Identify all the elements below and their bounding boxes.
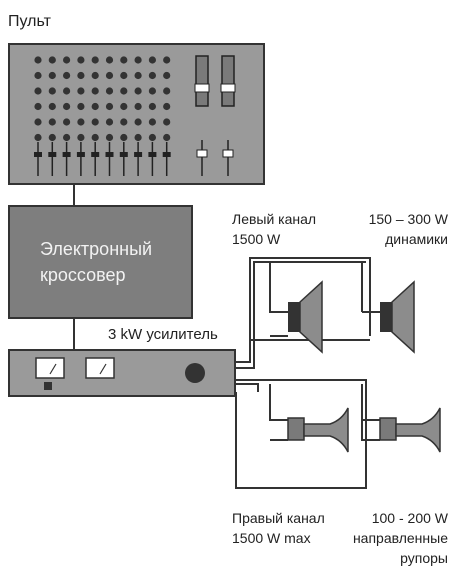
- knob-icon: [163, 71, 171, 80]
- speaker-left-2: [380, 280, 415, 354]
- knob-icon: [134, 87, 142, 95]
- channel-fader: [34, 142, 42, 176]
- knob-icon: [105, 87, 114, 95]
- console-channel-faders: [34, 142, 171, 176]
- speakers-spec-line2: динамики: [385, 231, 448, 247]
- knob-icon: [48, 56, 56, 64]
- knob-icon: [91, 87, 99, 95]
- knob-icon: [34, 118, 42, 126]
- knob-icon: [134, 71, 142, 80]
- knob-icon: [163, 56, 171, 64]
- knob-icon: [148, 56, 156, 64]
- amplifier-unit: [8, 349, 236, 397]
- knob-icon: [63, 56, 71, 64]
- knob-icon: [63, 87, 71, 95]
- knob-icon: [91, 118, 99, 126]
- right-channel-line1: Правый канал: [232, 510, 325, 526]
- knob-icon: [134, 102, 142, 111]
- knob-icon: [120, 87, 128, 95]
- horns-spec-line3: рупоры: [400, 550, 448, 566]
- horn-right-1: [287, 407, 349, 453]
- knob-icon: [34, 71, 42, 80]
- knob-icon: [77, 118, 85, 126]
- knob-icon: [63, 102, 71, 111]
- knob-icon: [48, 87, 56, 95]
- channel-fader: [48, 142, 57, 176]
- knob-icon: [148, 102, 156, 111]
- knob-icon: [77, 87, 85, 95]
- knob-icon: [105, 102, 114, 111]
- speaker-left-1: [288, 280, 323, 354]
- channel-fader: [105, 142, 114, 176]
- knob-icon: [77, 71, 85, 80]
- knob-icon: [134, 118, 142, 126]
- knob-icon: [134, 133, 142, 142]
- knob-icon: [163, 133, 171, 142]
- knob-icon: [34, 56, 42, 64]
- amplifier-label: 3 kW усилитель: [108, 326, 218, 343]
- knob-icon: [48, 71, 56, 80]
- channel-fader: [162, 142, 171, 176]
- knob-icon: [120, 102, 128, 111]
- horns-spec-line2: направленные: [352, 530, 448, 546]
- horns-spec-line1: 100 - 200 W: [371, 510, 448, 526]
- knob-icon: [105, 118, 114, 126]
- right-channel-line2: 1500 W max: [232, 530, 311, 546]
- knob-icon: [91, 56, 99, 64]
- knob-icon: [148, 118, 156, 126]
- knob-icon: [34, 133, 42, 142]
- knob-icon: [120, 118, 128, 126]
- knob-icon: [77, 133, 85, 142]
- knob-icon: [77, 56, 85, 64]
- knob-icon: [163, 102, 171, 111]
- knob-icon: [105, 133, 114, 142]
- knob-icon: [48, 133, 56, 142]
- knob-icon: [120, 133, 128, 142]
- channel-fader: [91, 142, 100, 176]
- knob-icon: [120, 71, 128, 80]
- channel-fader: [119, 142, 128, 176]
- knob-icon: [105, 71, 114, 80]
- crossover-label-line2: кроссовер: [40, 265, 126, 285]
- knob-icon: [48, 102, 56, 111]
- channel-fader: [148, 142, 157, 176]
- channel-fader: [134, 142, 143, 176]
- crossover-unit: [8, 205, 193, 319]
- console-title: Пульт: [8, 13, 51, 30]
- left-channel-line1: Левый канал: [232, 211, 317, 227]
- channel-fader: [62, 142, 71, 176]
- knob-icon: [120, 56, 128, 64]
- knob-icon: [63, 118, 71, 126]
- knob-icon: [91, 133, 99, 142]
- master-faders: [194, 55, 236, 176]
- crossover-label-line1: Электронный: [40, 239, 153, 259]
- knob-icon: [105, 56, 114, 64]
- knob-icon: [163, 87, 171, 95]
- left-channel-line2: 1500 W: [232, 231, 281, 247]
- knob-icon: [134, 56, 142, 64]
- channel-fader: [76, 142, 85, 176]
- knob-icon: [77, 102, 85, 111]
- knob-icon: [63, 71, 71, 80]
- knob-icon: [148, 71, 156, 80]
- knob-icon: [34, 102, 42, 111]
- knob-icon: [48, 118, 56, 126]
- speakers-spec-line1: 150 – 300 W: [368, 211, 448, 227]
- console-knobs: [34, 56, 171, 142]
- knob-icon: [163, 118, 171, 126]
- mixing-console: [8, 43, 265, 185]
- knob-icon: [148, 87, 156, 95]
- knob-icon: [34, 87, 42, 95]
- knob-icon: [148, 133, 156, 142]
- knob-icon: [91, 102, 99, 111]
- knob-icon: [91, 71, 99, 80]
- knob-icon: [63, 133, 71, 142]
- horn-right-2: [379, 407, 441, 453]
